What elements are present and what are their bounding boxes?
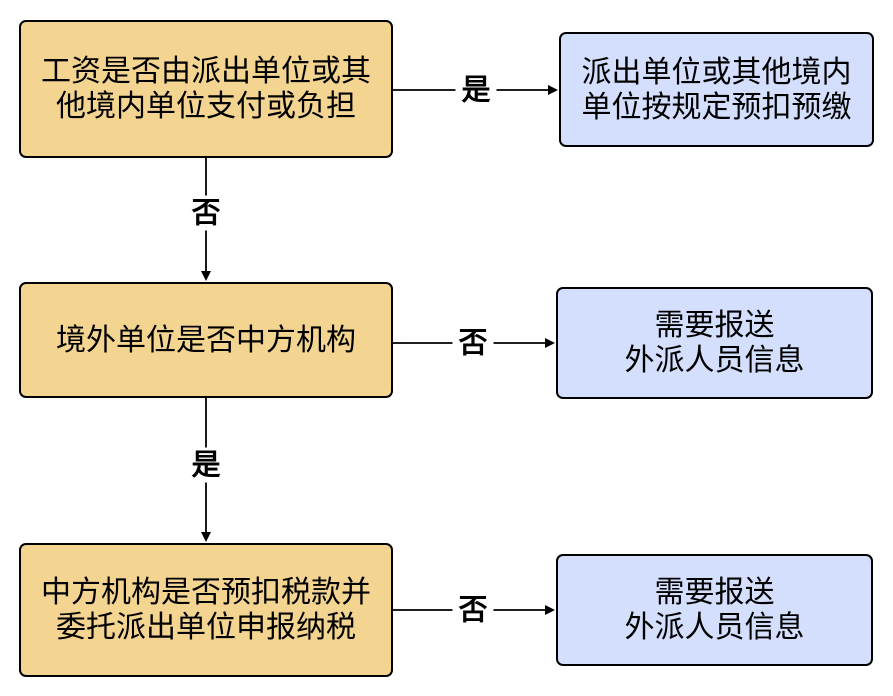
node-text-line: 中方机构是否预扣税款并 [41, 575, 371, 610]
edge-label-no: 否 [452, 325, 494, 361]
arrowhead-q1-to-a1 [548, 85, 558, 95]
outcome-node-report-dispatched-staff: 需要报送 外派人员信息 [556, 554, 873, 666]
node-text-line: 委托派出单位申报纳税 [56, 610, 356, 645]
edge-label-no: 否 [185, 195, 227, 231]
edge-label-no: 否 [452, 592, 494, 628]
arrowhead-q1-to-q2 [201, 271, 211, 281]
node-text-line: 单位按规定预扣预缴 [581, 89, 852, 125]
decision-node-chinese-unit-withholds: 中方机构是否预扣税款并 委托派出单位申报纳税 [19, 543, 393, 677]
node-text-line: 需要报送 [654, 575, 775, 610]
decision-node-foreign-unit-is-chinese: 境外单位是否中方机构 [19, 282, 393, 398]
outcome-node-withhold-and-prepay: 派出单位或其他境内 单位按规定预扣预缴 [559, 32, 874, 147]
edge-label-yes: 是 [185, 447, 227, 483]
decision-node-salary-payer: 工资是否由派出单位或其 他境内单位支付或负担 [19, 20, 393, 158]
node-text-line: 派出单位或其他境内 [581, 54, 852, 90]
arrowhead-q2-to-q3 [201, 532, 211, 542]
node-text-line: 外派人员信息 [624, 343, 805, 378]
node-text-line: 他境内单位支付或负担 [56, 89, 356, 124]
edge-label-yes: 是 [455, 72, 497, 108]
node-text-line: 工资是否由派出单位或其 [41, 54, 371, 89]
node-text-line: 需要报送 [654, 308, 775, 343]
node-text-line: 外派人员信息 [624, 610, 805, 645]
outcome-node-report-dispatched-staff: 需要报送 外派人员信息 [556, 287, 873, 399]
arrowhead-q2-to-a2 [545, 338, 555, 348]
arrowhead-q3-to-a3 [545, 605, 555, 615]
node-text-line: 境外单位是否中方机构 [56, 322, 356, 358]
